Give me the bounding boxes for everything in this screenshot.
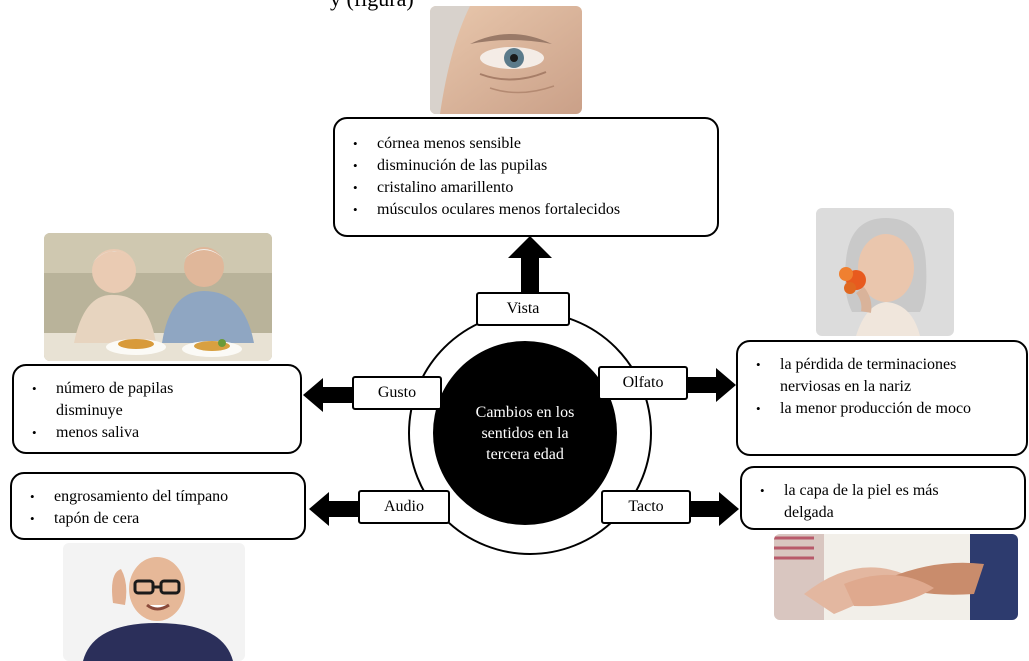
holding-hands-photo	[774, 534, 1018, 620]
list-item: la menor producción de moco	[746, 398, 1016, 420]
audio-detail-box: engrosamiento del tímpano tapón de cera	[10, 472, 306, 540]
man-listening-photo	[63, 543, 245, 661]
label-olfato: Olfato	[598, 366, 688, 400]
arrow-right-olfato	[684, 368, 736, 402]
vista-list: córnea menos sensible disminución de las…	[343, 133, 709, 221]
vista-detail-box: córnea menos sensible disminución de las…	[333, 117, 719, 237]
audio-list: engrosamiento del tímpano tapón de cera	[20, 486, 296, 530]
list-item: tapón de cera	[20, 508, 296, 530]
list-item: músculos oculares menos fortalecidos	[343, 199, 709, 221]
list-item: menos saliva	[22, 422, 192, 444]
olfato-detail-box: la pérdida de terminaciones nerviosas en…	[736, 340, 1028, 456]
list-item: córnea menos sensible	[343, 133, 709, 155]
list-item: la pérdida de terminaciones nerviosas en…	[746, 354, 1016, 398]
header-text: y (figura)	[330, 0, 630, 12]
tacto-list: la capa de la piel es más delgada	[750, 480, 980, 524]
label-vista-text: Vista	[506, 300, 540, 317]
label-gusto: Gusto	[352, 376, 442, 410]
label-vista: Vista	[476, 292, 570, 326]
olfato-list: la pérdida de terminaciones nerviosas en…	[746, 354, 1016, 420]
couple-eating-photo	[44, 233, 272, 361]
list-item: disminución de las pupilas	[343, 155, 709, 177]
gusto-list: número de papilas disminuye menos saliva	[22, 378, 192, 444]
list-item: número de papilas disminuye	[22, 378, 192, 422]
label-gusto-text: Gusto	[377, 384, 417, 401]
center-title: Cambios en los sentidos en la tercera ed…	[475, 403, 575, 463]
arrow-up-vista	[508, 236, 552, 294]
arrow-left-audio	[309, 492, 361, 526]
woman-smelling-photo	[816, 208, 954, 336]
arrow-left-gusto	[303, 378, 355, 412]
eye-photo	[430, 6, 582, 114]
label-audio: Audio	[358, 490, 450, 524]
label-tacto-text: Tacto	[628, 498, 664, 515]
arrow-right-tacto	[687, 492, 739, 526]
tacto-detail-box: la capa de la piel es más delgada	[740, 466, 1026, 530]
list-item: la capa de la piel es más delgada	[750, 480, 980, 524]
center-node: Cambios en los sentidos en la tercera ed…	[433, 341, 617, 525]
list-item: engrosamiento del tímpano	[20, 486, 296, 508]
gusto-detail-box: número de papilas disminuye menos saliva	[12, 364, 302, 454]
label-audio-text: Audio	[384, 498, 424, 515]
list-item: cristalino amarillento	[343, 177, 709, 199]
label-tacto: Tacto	[601, 490, 691, 524]
label-olfato-text: Olfato	[622, 374, 664, 391]
